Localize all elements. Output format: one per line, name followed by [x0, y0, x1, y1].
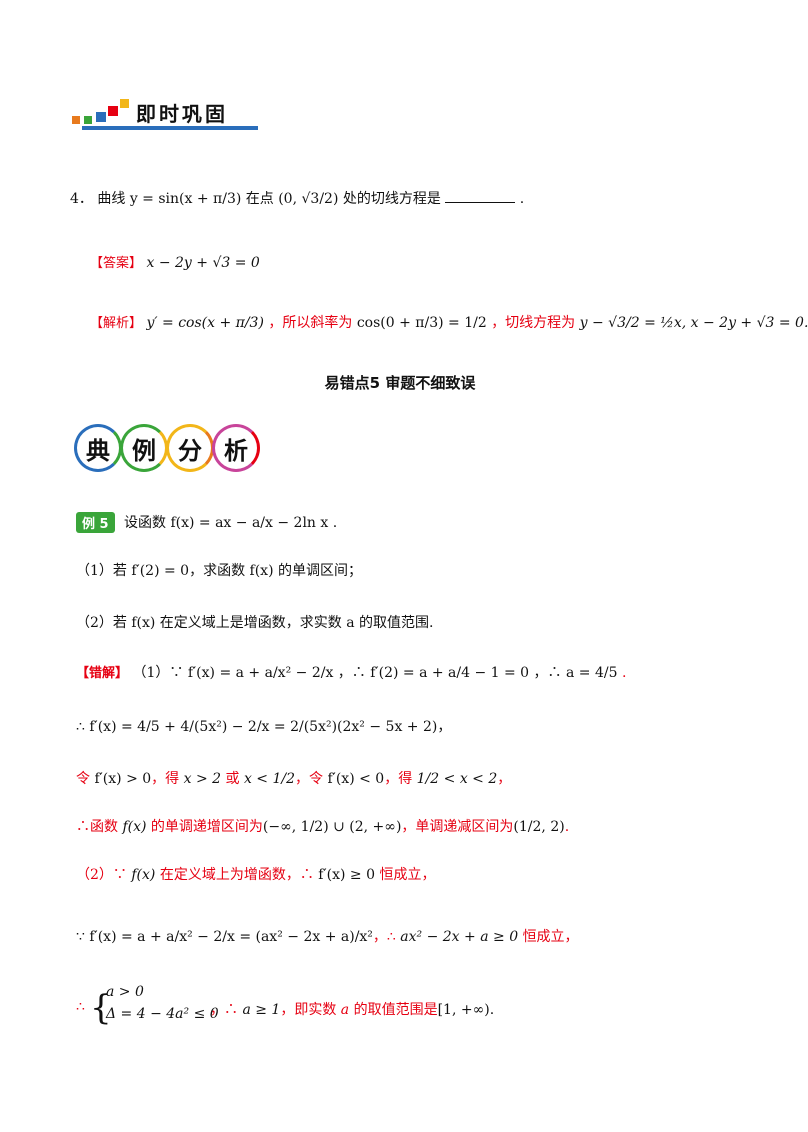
wrong-line-6: ∵ f′(x) = a + a/x² − 2/x = (ax² − 2x + a… — [76, 929, 579, 945]
header-char-2: 例 — [120, 424, 168, 472]
answer-value: x − 2y + √3 = 0 — [146, 255, 260, 271]
wrong-line-1: 【错解】 （1）∵ f′(x) = a + a/x² − 2/x ，∴ f′(2… — [76, 665, 627, 681]
subquestion-1: （1）若 f′(2) = 0，求函数 f(x) 的单调区间； — [76, 563, 362, 579]
analysis-tag: 【解析】 — [90, 316, 143, 331]
example-badge: 例 5 — [76, 512, 115, 533]
section-title: 易错点5 审题不细致误 — [324, 374, 476, 392]
example-text: 设函数 f(x) = ax − a/x − 2ln x . — [124, 515, 338, 531]
banner-title: 即时巩固 — [136, 102, 228, 126]
banner: 即时巩固 — [72, 96, 258, 132]
answer-tag: 【答案】 — [90, 256, 143, 271]
answer-line: 【答案】 x − 2y + √3 = 0 — [90, 252, 260, 271]
analysis-line: 【解析】 y′ = cos(x + π/3) ，所以斜率为 cos(0 + π/… — [90, 315, 808, 331]
question-text: 曲线 y = sin(x + π/3) 在点 (0, √3/2) 处的切线方程是 — [97, 191, 441, 207]
question-4: 4． 曲线 y = sin(x + π/3) 在点 (0, √3/2) 处的切线… — [70, 190, 525, 207]
wrong-line-3: 令 f′(x) > 0，得 x > 2 或 x < 1/2，令 f′(x) < … — [76, 771, 512, 787]
wrong-line-2: ∴ f′(x) = 4/5 + 4/(5x²) − 2/x = 2/(5x²)(… — [76, 719, 452, 735]
header-char-3: 分 — [166, 424, 214, 472]
wrong-tag: 【错解】 — [76, 666, 129, 681]
example-header: 典 例 分 析 — [74, 424, 274, 472]
answer-blank — [445, 190, 516, 203]
subquestion-2: （2）若 f(x) 在定义域上是增函数，求实数 a 的取值范围. — [76, 615, 434, 631]
header-char-4: 析 — [212, 424, 260, 472]
header-char-1: 典 — [74, 424, 122, 472]
system-brace: { — [90, 988, 112, 1028]
wrong-line-5: （2）∵ f(x) 在定义域上为增函数，∴ f′(x) ≥ 0 恒成立， — [76, 867, 436, 883]
banner-underline — [82, 126, 258, 130]
question-number: 4． — [70, 191, 93, 207]
wrong-line-4: ∴函数 f(x) 的单调递增区间为(−∞, 1/2) ∪ (2, +∞)，单调递… — [76, 819, 570, 835]
